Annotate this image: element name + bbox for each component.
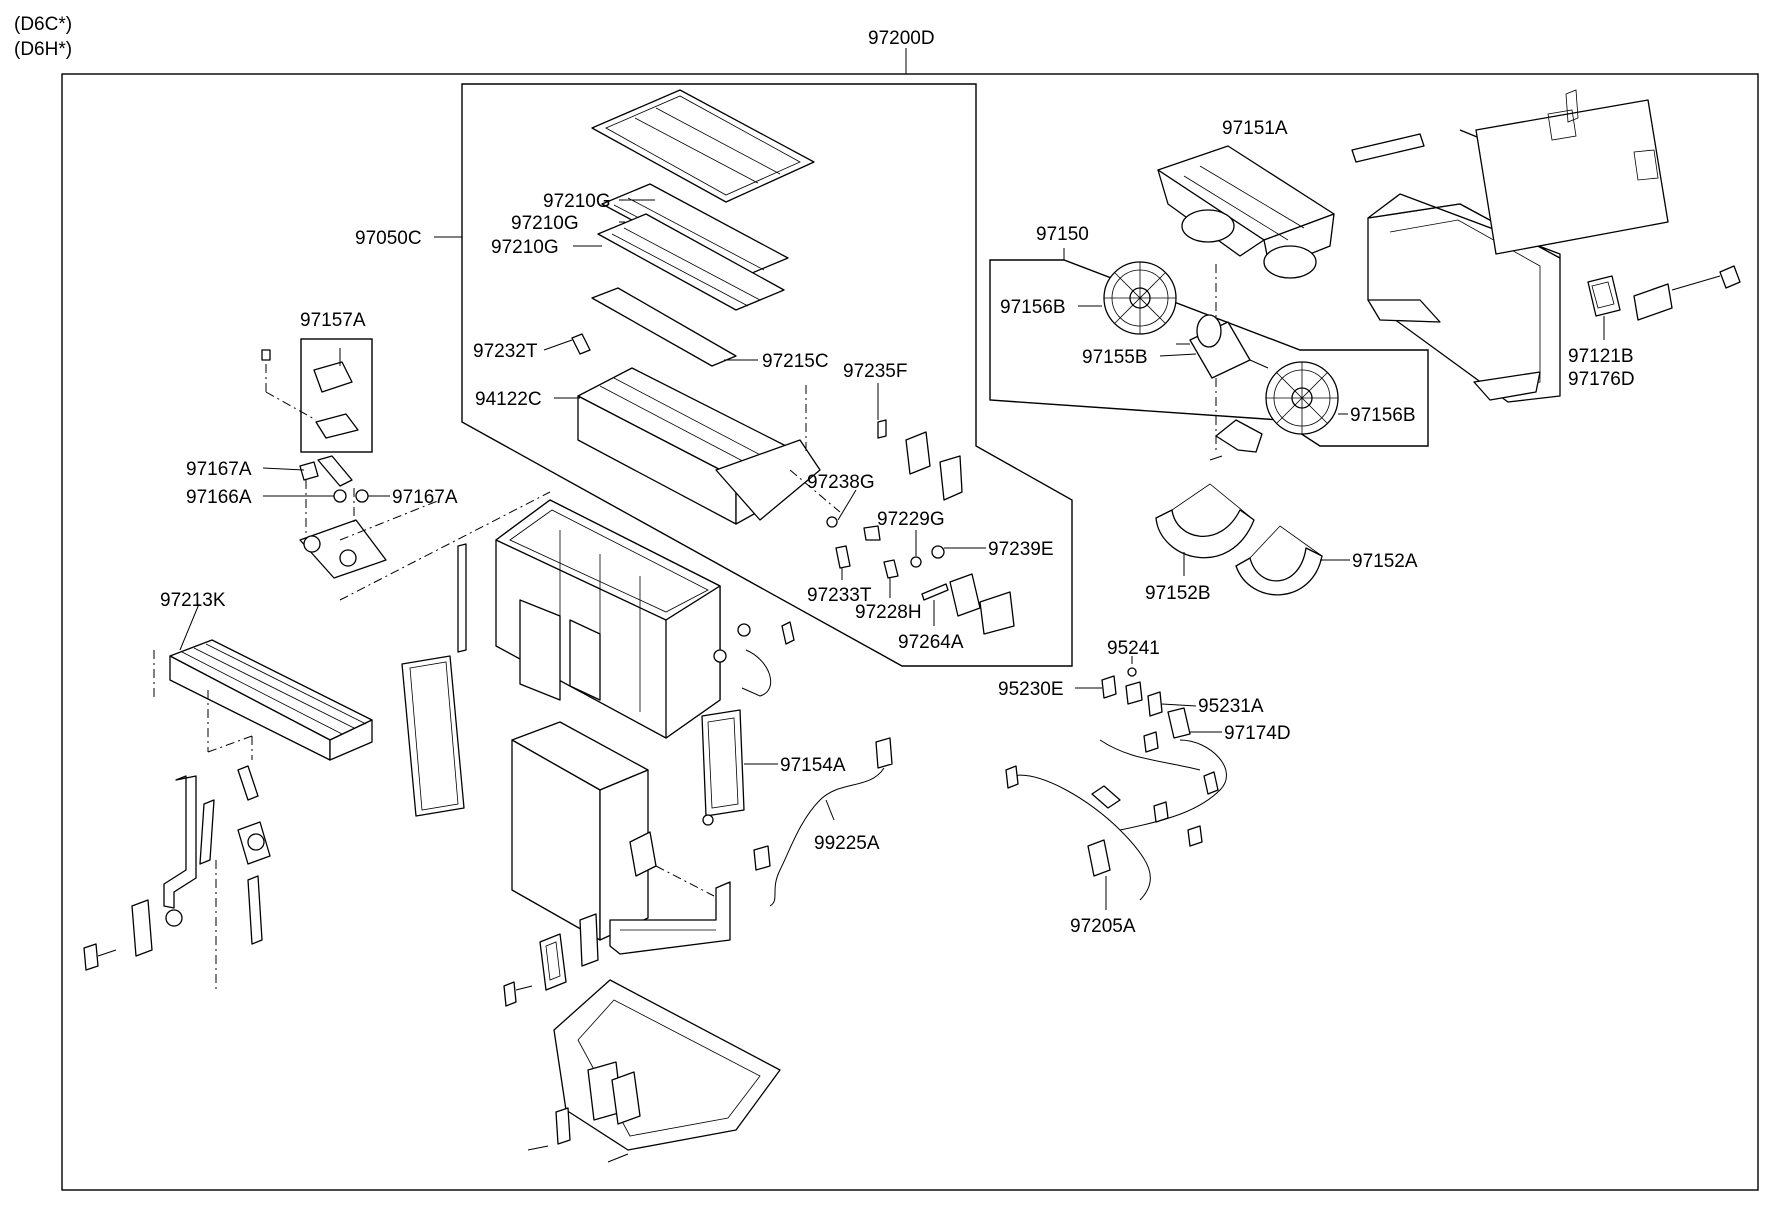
label-97150: 97150 — [1036, 224, 1089, 245]
relay-95230E: 95230E — [998, 675, 1117, 700]
label-97155B: 97155B — [1082, 347, 1148, 368]
gasket-left — [401, 655, 465, 817]
upper-case-97151A: 97151A — [1157, 118, 1335, 279]
label-97229G: 97229G — [877, 509, 945, 530]
label-97166A: 97166A — [186, 487, 252, 508]
sensor-97166A: 97166A — [186, 487, 347, 508]
cam-97239E: 97239E — [931, 539, 1054, 560]
dash-leader-valve-base — [339, 499, 441, 541]
lower-case-97152B: 97152B — [1145, 483, 1255, 604]
label-94122C: 94122C — [475, 389, 542, 410]
filter-leads: 97210G 97210G 97210G — [491, 191, 655, 258]
lever-97238G: 97238G — [789, 469, 875, 528]
harness-97205A: 97205A — [1005, 731, 1227, 937]
main-case — [495, 499, 795, 739]
seal-97154A: 97154A — [701, 709, 846, 826]
label-97264A: 97264A — [898, 632, 964, 653]
dash-leader-valve-to-case — [339, 491, 551, 601]
label-95241: 95241 — [1107, 638, 1160, 659]
label-97174D: 97174D — [1224, 723, 1291, 744]
rod-97228H: 97228H — [855, 559, 922, 623]
label-97200D: 97200D — [868, 28, 935, 49]
label-97232T: 97232T — [473, 341, 538, 362]
fan-97156B-left: 97156B — [1000, 261, 1177, 335]
label-99225A: 99225A — [814, 833, 880, 854]
dash-evap-to-duct — [655, 865, 715, 897]
lower-cover — [527, 979, 781, 1163]
assembly-frame: 97200D — [61, 28, 1759, 1191]
blower-housing-right — [1351, 89, 1669, 403]
evaporator-core — [511, 721, 657, 941]
heater-core-97213K: 97213K — [160, 590, 373, 761]
relay-95241: 95241 — [1107, 638, 1160, 677]
door-seal — [457, 543, 467, 653]
label-97228H: 97228H — [855, 602, 922, 623]
relay-95231A: 95231A — [1125, 681, 1264, 717]
label-97050C: 97050C — [355, 228, 422, 249]
label-97154A: 97154A — [780, 755, 846, 776]
link-97229G: 97229G — [863, 509, 945, 568]
label-97235F: 97235F — [843, 361, 907, 382]
label-97238G: 97238G — [807, 472, 875, 493]
variant-code-d6c: (D6C*) — [14, 14, 72, 35]
clamp-97167A-left: 97167A — [186, 459, 305, 480]
evaporator-94122C: 94122C — [475, 367, 821, 525]
label-97152A: 97152A — [1352, 551, 1418, 572]
label-97167A-right: 97167A — [392, 487, 458, 508]
cover-97215C: 97215C — [724, 351, 829, 372]
hose-assembly-left — [299, 455, 387, 579]
filter-frame-top — [591, 89, 815, 203]
actuator-97235F: 97235F — [805, 361, 963, 501]
clip-97233T: 97233T — [807, 545, 872, 606]
label-97233T: 97233T — [807, 585, 872, 606]
relay-97174D: 97174D — [1167, 707, 1291, 744]
label-97215C: 97215C — [762, 351, 829, 372]
filter-element-2 — [597, 213, 785, 311]
sensor-99225A: 99225A — [753, 737, 893, 907]
label-97151A: 97151A — [1222, 118, 1288, 139]
label-97210G-3: 97210G — [491, 237, 559, 258]
actuator-97264A: 97264A — [898, 573, 1015, 653]
label-97121B: 97121B — [1568, 346, 1634, 367]
motor-97155B: 97155B — [1082, 314, 1269, 379]
label-97156B-left: 97156B — [1000, 297, 1066, 318]
case-group-box: 97050C — [355, 83, 1073, 667]
label-97152B: 97152B — [1145, 583, 1211, 604]
lower-case-97152A: 97152A — [1235, 525, 1418, 596]
refrigerant-duct — [609, 881, 731, 955]
label-97213K: 97213K — [160, 590, 226, 611]
label-95230E: 95230E — [998, 679, 1064, 700]
label-97176D: 97176D — [1568, 369, 1635, 390]
label-97210G-2: 97210G — [511, 213, 579, 234]
screw-97232T: 97232T — [473, 333, 591, 362]
label-97157A: 97157A — [300, 310, 366, 331]
mount-bracket — [1209, 419, 1263, 461]
fan-97156B-right: 97156B — [1265, 361, 1416, 435]
clamp-97167A-right: 97167A — [355, 487, 458, 508]
resistor-97121B: 97121B 97176D — [1568, 265, 1741, 390]
label-97210G-1: 97210G — [543, 191, 611, 212]
label-97239E: 97239E — [988, 539, 1054, 560]
label-97205A: 97205A — [1070, 916, 1136, 937]
heater-pipes — [83, 650, 271, 990]
label-95231A: 95231A — [1198, 696, 1264, 717]
variant-code-d6h: (D6H*) — [14, 39, 72, 60]
valve-kit-97157A: 97157A — [261, 310, 373, 453]
filter-element-3 — [591, 287, 737, 367]
label-97167A-left: 97167A — [186, 459, 252, 480]
expansion-valve — [503, 913, 599, 1007]
label-97156B-right: 97156B — [1350, 405, 1416, 426]
